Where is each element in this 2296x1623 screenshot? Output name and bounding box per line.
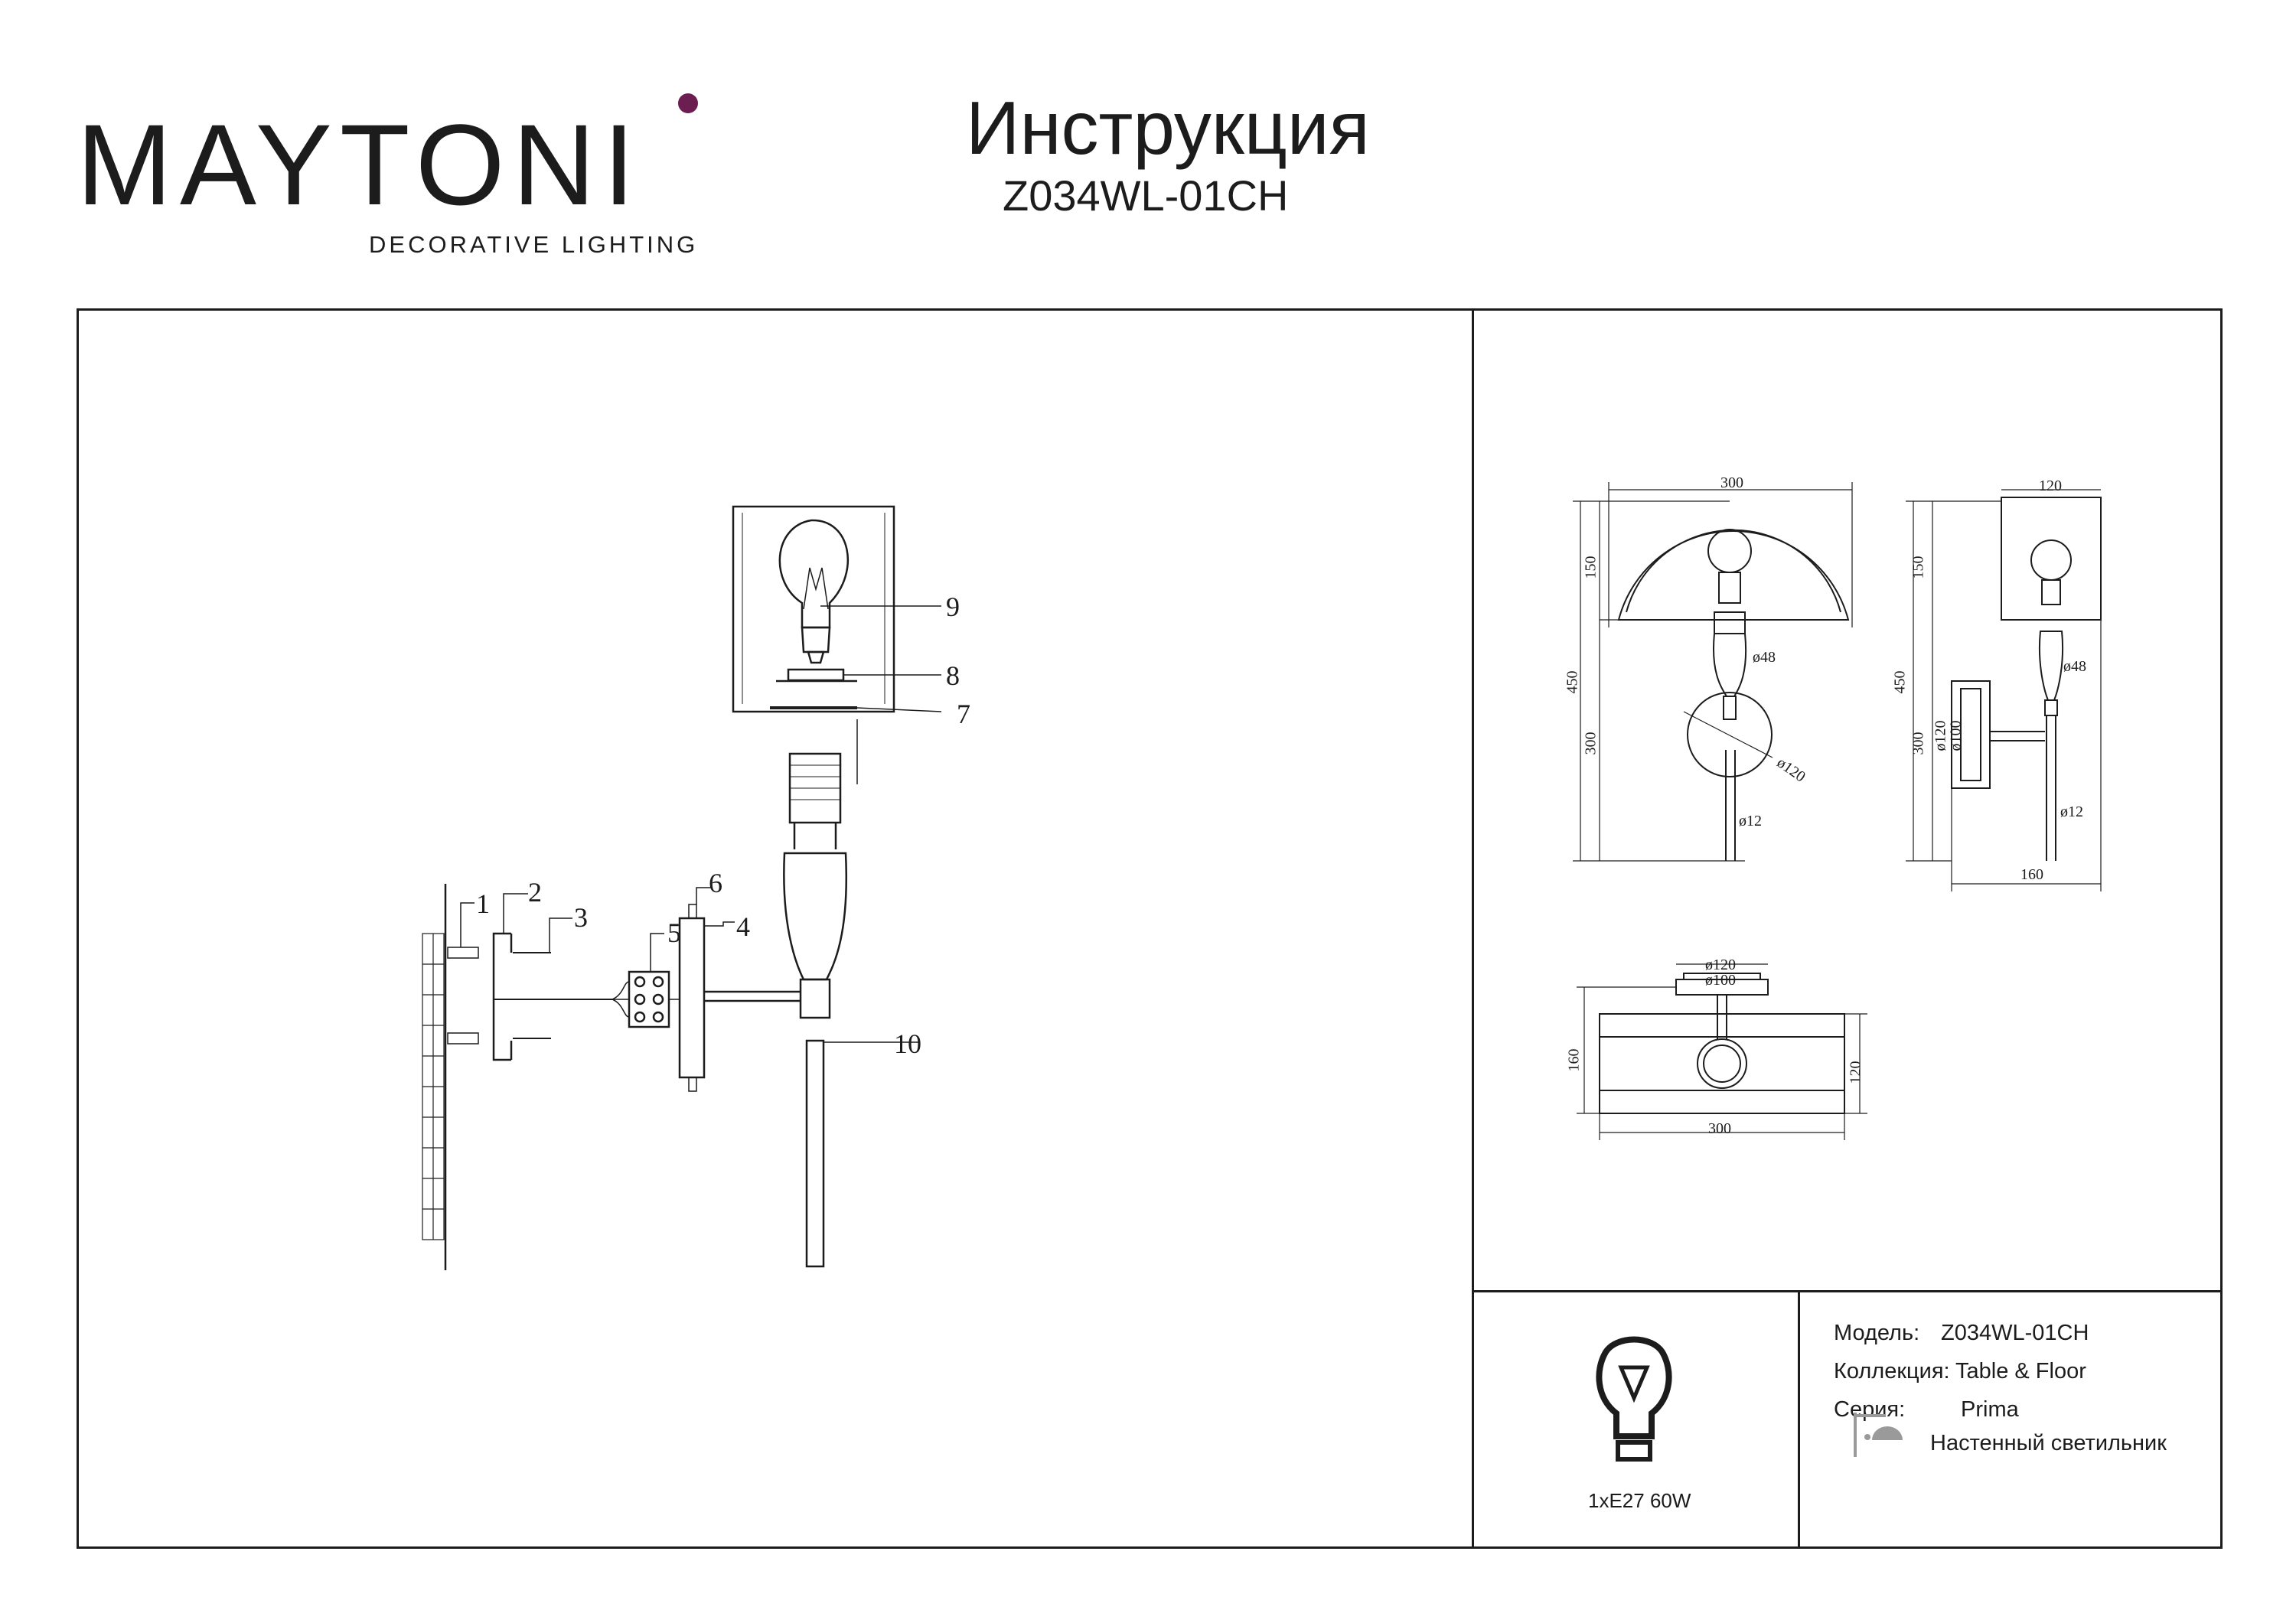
collection-value: Table & Floor [1955, 1359, 2086, 1383]
dim-side-depth: 160 [2020, 866, 2043, 883]
callout-10: 10 [894, 1028, 921, 1059]
dim-front-holder-diameter: ø48 [1753, 649, 1776, 666]
page-title: Инструкция [966, 86, 1370, 170]
dim-side-rod-diameter: ø12 [2060, 803, 2083, 820]
brand-logo: MAYTONI [77, 100, 643, 229]
dim-top-depth: 160 [1565, 1048, 1583, 1072]
dim-top-shade-depth: 120 [1847, 1061, 1864, 1084]
callout-9: 9 [946, 592, 960, 622]
dim-top-plate-inner: ø100 [1705, 972, 1736, 989]
top-holder [1697, 1038, 1747, 1089]
model-code-heading: Z034WL-01CH [1003, 171, 1289, 220]
top-shade [1599, 1013, 1845, 1114]
front-holder [1714, 611, 1746, 634]
holder [783, 852, 847, 981]
side-shade [2001, 497, 2102, 621]
type-value: Настенный светильник [1930, 1431, 2167, 1455]
callout-8: 8 [946, 660, 960, 691]
series-label: Серия: [1834, 1397, 1906, 1422]
dimension-drawings [1573, 482, 2102, 1140]
drawing-frame [77, 308, 2223, 1549]
dim-front-shade-height: 150 [1582, 556, 1600, 579]
ring [787, 668, 845, 682]
dim-front-width: 300 [1720, 474, 1743, 491]
dim-side-lower-height: 300 [1910, 732, 1927, 755]
dim-top-width: 300 [1708, 1120, 1731, 1137]
model-label: Модель: [1834, 1321, 1920, 1345]
mounting-plate [678, 917, 706, 1079]
bulb [778, 519, 849, 629]
front-shade [1617, 530, 1850, 621]
callout-6: 6 [709, 868, 722, 898]
bracket [492, 932, 511, 1061]
dim-side-plate-inner: ø100 [1947, 720, 1965, 751]
wall-lamp-icon [1854, 1413, 1903, 1457]
dim-side-shade-height: 150 [1910, 556, 1927, 579]
front-plate [1687, 692, 1773, 777]
light-bulb-icon [1596, 1336, 1672, 1462]
dim-side-width: 120 [2039, 477, 2062, 494]
callout-4: 4 [736, 911, 750, 942]
series-value: Prima [1961, 1397, 2019, 1422]
logo-accent-dot [678, 93, 698, 113]
rod [805, 1039, 825, 1268]
divider-main [1472, 308, 1474, 1549]
brand-tagline: DECORATIVE LIGHTING [369, 231, 699, 258]
callout-5: 5 [667, 917, 681, 948]
dim-front-lower-height: 300 [1582, 732, 1600, 755]
callout-2: 2 [528, 877, 542, 908]
collection-label: Коллекция: [1834, 1359, 1950, 1383]
callout-3: 3 [574, 902, 588, 933]
divider-info-cells [1798, 1290, 1800, 1549]
side-plate [1951, 680, 1991, 789]
dim-front-rod-diameter: ø12 [1739, 813, 1762, 829]
model-value: Z034WL-01CH [1941, 1321, 2089, 1345]
assembly-diagram [422, 505, 942, 1270]
dim-side-total-height: 450 [1891, 670, 1909, 694]
dim-side-holder-diameter: ø48 [2063, 658, 2086, 675]
bulb-label: 1xE27 60W [1588, 1489, 1691, 1512]
callout-7: 7 [957, 699, 970, 729]
dim-front-total-height: 450 [1564, 670, 1581, 694]
dim-top-plate-outer: ø120 [1705, 957, 1736, 973]
divider-info [1472, 1290, 2223, 1292]
callout-1: 1 [476, 888, 490, 919]
lampshade [732, 505, 895, 713]
